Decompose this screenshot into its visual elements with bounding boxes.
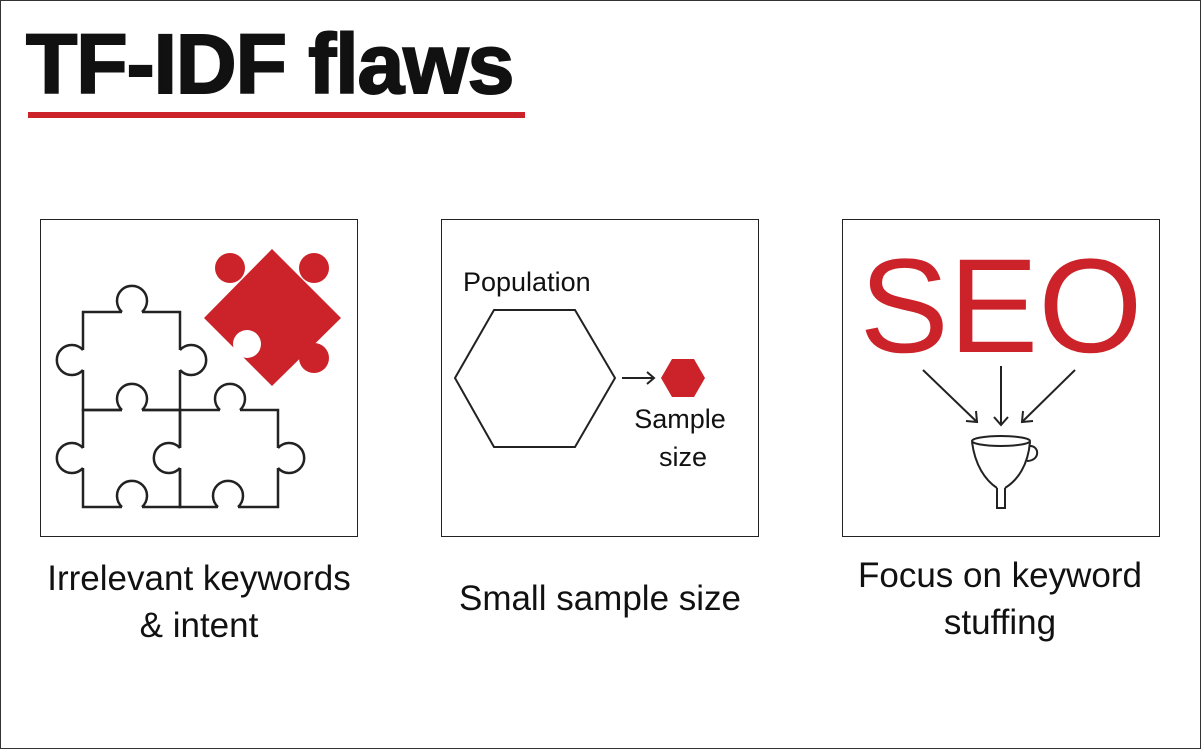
panel-keyword-stuffing xyxy=(842,219,1160,537)
caption-irrelevant-keywords: Irrelevant keywords & intent xyxy=(0,555,399,649)
caption-line: Focus on keyword xyxy=(857,556,1143,595)
sample-label-line2: size xyxy=(659,442,707,472)
panel-small-sample xyxy=(441,219,759,537)
caption-small-sample: Small sample size xyxy=(400,575,800,622)
caption-keyword-stuffing: Focus on keyword stuffing xyxy=(800,552,1200,646)
panel-irrelevant-keywords xyxy=(40,219,358,537)
page-title: TF-IDF flaws xyxy=(25,17,515,111)
population-label: Population xyxy=(463,267,591,297)
sample-label-line1: Sample xyxy=(634,404,726,434)
title-underline xyxy=(28,112,525,118)
caption-line: Small sample size xyxy=(458,579,742,618)
caption-line: Irrelevant keywords xyxy=(47,559,351,598)
arrows-into-funnel-icon xyxy=(922,366,1076,427)
sample-hexagon-icon xyxy=(661,359,705,397)
population-hexagon-icon xyxy=(453,309,617,448)
puzzle-icon xyxy=(55,284,306,510)
caption-line: stuffing xyxy=(943,603,1057,642)
caption-line: & intent xyxy=(139,606,259,645)
funnel-icon xyxy=(971,435,1039,509)
arrow-right-icon xyxy=(622,371,656,385)
seo-text: SEO xyxy=(860,232,1143,381)
red-puzzle-piece-icon xyxy=(204,249,341,386)
